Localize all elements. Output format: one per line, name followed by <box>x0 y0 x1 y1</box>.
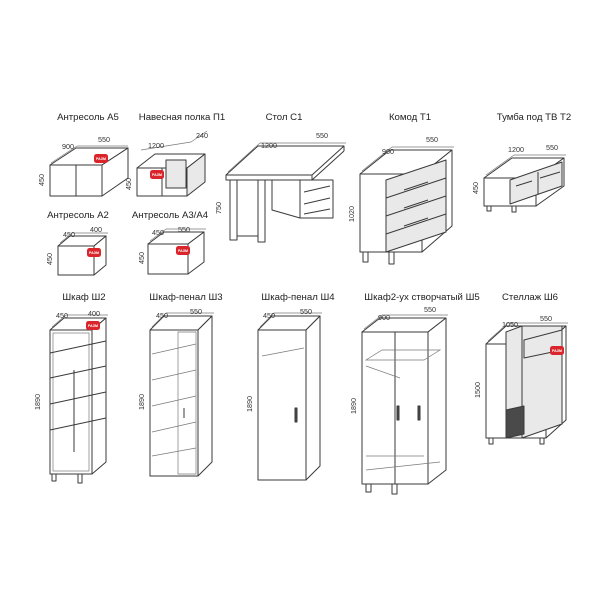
sh6-badge: РАЗМ <box>550 346 564 355</box>
a2-title: Антресоль А2 <box>47 210 109 221</box>
item-sh6: Стеллаж Ш6 1050 550 1500 РАЗМ <box>473 292 568 445</box>
a2-width: 450 <box>63 230 75 239</box>
t1-height: 1020 <box>347 206 356 222</box>
a5-depth: 550 <box>98 135 110 144</box>
svg-text:РАЗМ: РАЗМ <box>178 249 188 253</box>
sh2-badge: РАЗМ <box>86 321 100 330</box>
a34-title: Антресоль А3/А4 <box>132 210 209 221</box>
sh2-title: Шкаф Ш2 <box>62 292 105 303</box>
p1-depth: 240 <box>196 131 208 140</box>
a2-depth: 400 <box>90 225 102 234</box>
a5-height: 450 <box>37 174 46 186</box>
a2-height: 450 <box>45 253 54 265</box>
item-a34: Антресоль А3/А4 450 550 450 РАЗМ <box>132 210 209 275</box>
p1-title: Навесная полка П1 <box>139 112 225 123</box>
sh6-title: Стеллаж Ш6 <box>502 292 558 303</box>
sh3-title: Шкаф-пенал Ш3 <box>149 292 222 303</box>
t2-depth: 550 <box>546 143 558 152</box>
svg-text:РАЗМ: РАЗМ <box>89 251 99 255</box>
p1-height: 450 <box>124 178 133 190</box>
sh2-height: 1890 <box>33 394 42 410</box>
svg-text:РАЗМ: РАЗМ <box>96 157 106 161</box>
item-a5: Антресоль А5 900 550 450 РАЗМ <box>37 112 129 197</box>
sh6-depth: 550 <box>540 314 552 323</box>
item-p1: Навесная полка П1 1200 240 450 РАЗМ <box>124 112 225 197</box>
t1-width: 900 <box>382 147 394 156</box>
sh3-height: 1890 <box>137 394 146 410</box>
a5-title: Антресоль А5 <box>57 112 119 123</box>
c1-height: 750 <box>214 202 223 214</box>
p1-width: 1200 <box>148 141 164 150</box>
sh3-depth: 550 <box>190 307 202 316</box>
item-sh4: Шкаф-пенал Ш4 450 550 1890 <box>245 292 335 481</box>
item-c1: Стол С1 1200 550 750 <box>214 112 346 243</box>
item-t1: Комод Т1 900 550 1020 <box>347 112 454 265</box>
a5-badge: РАЗМ <box>94 154 108 163</box>
sh6-width: 1050 <box>502 320 518 329</box>
t1-title: Комод Т1 <box>389 112 431 123</box>
t2-height: 450 <box>471 182 480 194</box>
a34-width: 450 <box>152 228 164 237</box>
a34-depth: 550 <box>178 225 190 234</box>
sh5-depth: 550 <box>424 305 436 314</box>
svg-text:РАЗМ: РАЗМ <box>88 324 98 328</box>
sh4-height: 1890 <box>245 396 254 412</box>
item-sh3: Шкаф-пенал Ш3 450 550 1890 <box>137 292 223 477</box>
c1-title: Стол С1 <box>266 112 303 123</box>
sh5-title: Шкаф2-ух створчатый Ш5 <box>364 292 479 303</box>
sh3-width: 450 <box>156 311 168 320</box>
sh4-width: 450 <box>263 311 275 320</box>
p1-badge: РАЗМ <box>150 170 164 179</box>
item-sh5: Шкаф2-ух створчатый Ш5 900 550 1890 <box>349 292 480 495</box>
sh5-height: 1890 <box>349 398 358 414</box>
t1-depth: 550 <box>426 135 438 144</box>
a34-badge: РАЗМ <box>176 246 190 255</box>
svg-text:РАЗМ: РАЗМ <box>152 173 162 177</box>
sh4-title: Шкаф-пенал Ш4 <box>261 292 335 303</box>
t2-width: 1200 <box>508 145 524 154</box>
sh2-depth: 400 <box>88 309 100 318</box>
item-a2: Антресоль А2 450 400 450 РАЗМ <box>45 210 109 276</box>
a5-width: 900 <box>62 142 74 151</box>
svg-text:РАЗМ: РАЗМ <box>552 349 562 353</box>
sh6-height: 1500 <box>473 382 482 398</box>
sh5-width: 900 <box>378 313 390 322</box>
a34-height: 450 <box>137 252 146 264</box>
item-sh2: Шкаф Ш2 450 400 1890 РАЗМ <box>33 292 108 484</box>
sh4-depth: 550 <box>300 307 312 316</box>
sh2-width: 450 <box>56 311 68 320</box>
c1-width: 1200 <box>261 141 277 150</box>
c1-depth: 550 <box>316 131 328 140</box>
item-t2: Тумба под ТВ Т2 1200 550 450 <box>471 112 571 213</box>
a2-badge: РАЗМ <box>87 248 101 257</box>
t2-title: Тумба под ТВ Т2 <box>497 112 571 123</box>
